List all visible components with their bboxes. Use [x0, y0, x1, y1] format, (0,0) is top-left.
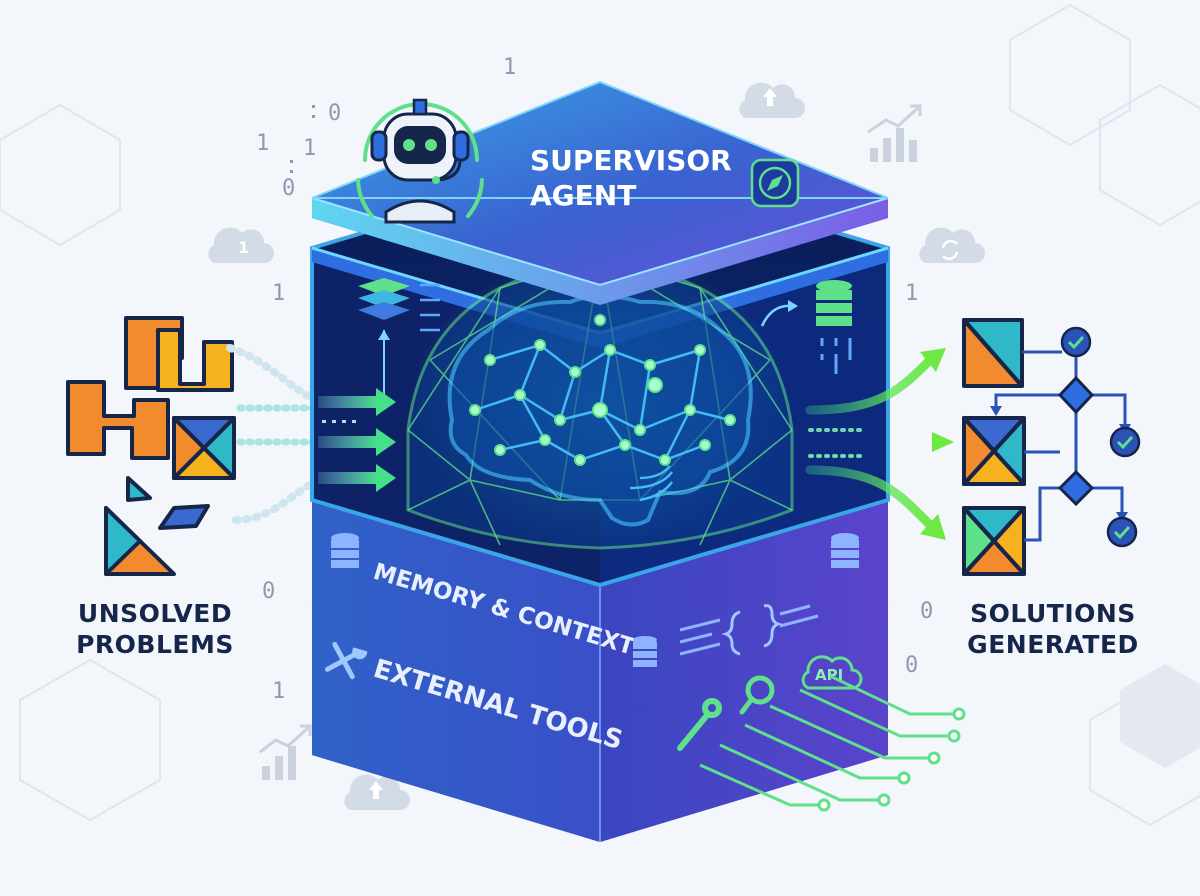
binary-digit: 0 [328, 101, 341, 126]
wrench-icon [677, 698, 722, 751]
binary-digit: 1 [503, 55, 516, 80]
solution-square [962, 416, 1026, 486]
circuit-trace-nodes [817, 707, 966, 812]
cloud-badge-label: 1 [238, 238, 249, 257]
binary-digit: 1 [905, 281, 918, 306]
memory-context-layer: MEMORY & CONTEXT [311, 498, 889, 720]
unsolved-problem-shapes [66, 316, 236, 576]
layers-icon [358, 278, 410, 395]
checkmark-icon [1060, 326, 1092, 358]
database-icon [831, 533, 859, 568]
solution-output-arrows [805, 348, 954, 540]
binary-digit: 0 [905, 653, 918, 678]
puzzle-square-x [172, 416, 236, 480]
bar-chart-icon [259, 724, 312, 780]
binary-digit: 1 [256, 131, 269, 156]
binary-digit: 0 [282, 176, 295, 201]
binary-digit: 1 [272, 281, 285, 306]
database-icon [633, 636, 657, 667]
solution-square [962, 318, 1024, 388]
binary-dots [290, 105, 315, 173]
cloud-upload-icon [739, 82, 805, 118]
puzzle-rhombus [158, 504, 210, 530]
puzzle-piece-orange [66, 380, 170, 460]
core-input-arrows [318, 388, 396, 492]
solution-square [962, 506, 1026, 576]
database-icon [331, 533, 359, 568]
code-lines-icon [679, 604, 819, 656]
bar-chart-icon [867, 104, 922, 162]
solutions-generated-label: SOLUTIONS GENERATED [948, 598, 1158, 660]
puzzle-piece-yellow [156, 328, 234, 392]
supervisor-lid [311, 80, 889, 305]
code-braces-icon [721, 604, 783, 656]
binary-digit: 0 [920, 599, 933, 624]
solutions-generated-line1: SOLUTIONS [970, 599, 1136, 628]
solutions-flowchart [962, 318, 1141, 576]
background-hexagon-filled [1120, 664, 1200, 768]
robot-headset-icon [356, 98, 484, 224]
cloud-badge-icon: 1 [208, 227, 274, 263]
decision-diamond [1057, 469, 1095, 507]
cloud-sync-icon [919, 227, 985, 263]
binary-digit: 0 [262, 579, 275, 604]
database-icon [760, 280, 852, 374]
binary-digit: 1 [272, 679, 285, 704]
checkmark-icon [1106, 516, 1138, 548]
unsolved-problems-line1: UNSOLVED [77, 599, 233, 628]
supervisor-title: SUPERVISOR AGENT [530, 144, 732, 212]
cloud-upload-icon [344, 774, 410, 810]
solutions-generated-line2: GENERATED [967, 630, 1139, 659]
unsolved-problems-label: UNSOLVED PROBLEMS [60, 598, 250, 660]
decision-diamond [1057, 375, 1095, 415]
circuit-traces [699, 674, 955, 807]
supervisor-title-line1: SUPERVISOR [530, 144, 732, 177]
unsolved-problems-line2: PROBLEMS [76, 630, 234, 659]
checkmark-icon [1109, 426, 1141, 458]
puzzle-triangle-large [104, 506, 176, 576]
compass-icon [750, 158, 800, 208]
puzzle-triangle [126, 476, 152, 502]
supervisor-title-line2: AGENT [530, 179, 636, 212]
binary-digit: 1 [303, 136, 316, 161]
magnifier-icon [739, 675, 775, 715]
